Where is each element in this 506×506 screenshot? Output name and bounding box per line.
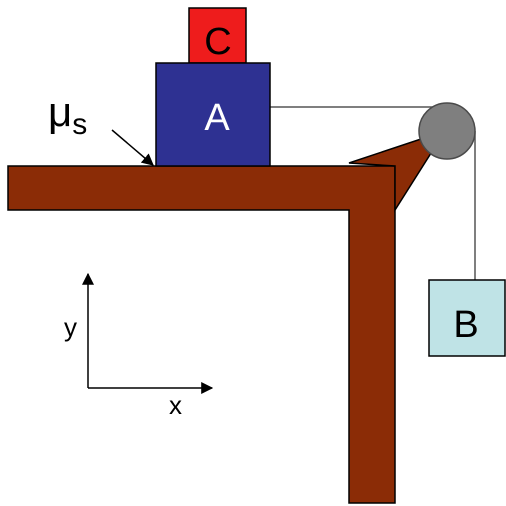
block-b [428,279,506,357]
y-axis-label: y [64,312,77,342]
pulley-bracket [348,129,447,213]
block-a-label: A [204,97,230,139]
block-c-label: C [204,21,231,63]
block-b-label: B [453,304,478,346]
pulley-icon [418,102,476,160]
friction-arrow-icon [111,129,154,166]
friction-subscript: s [72,108,87,141]
friction-symbol: μ [48,88,72,135]
block-a [155,62,271,167]
friction-label: μs [48,88,87,141]
x-axis-label: x [169,390,182,420]
